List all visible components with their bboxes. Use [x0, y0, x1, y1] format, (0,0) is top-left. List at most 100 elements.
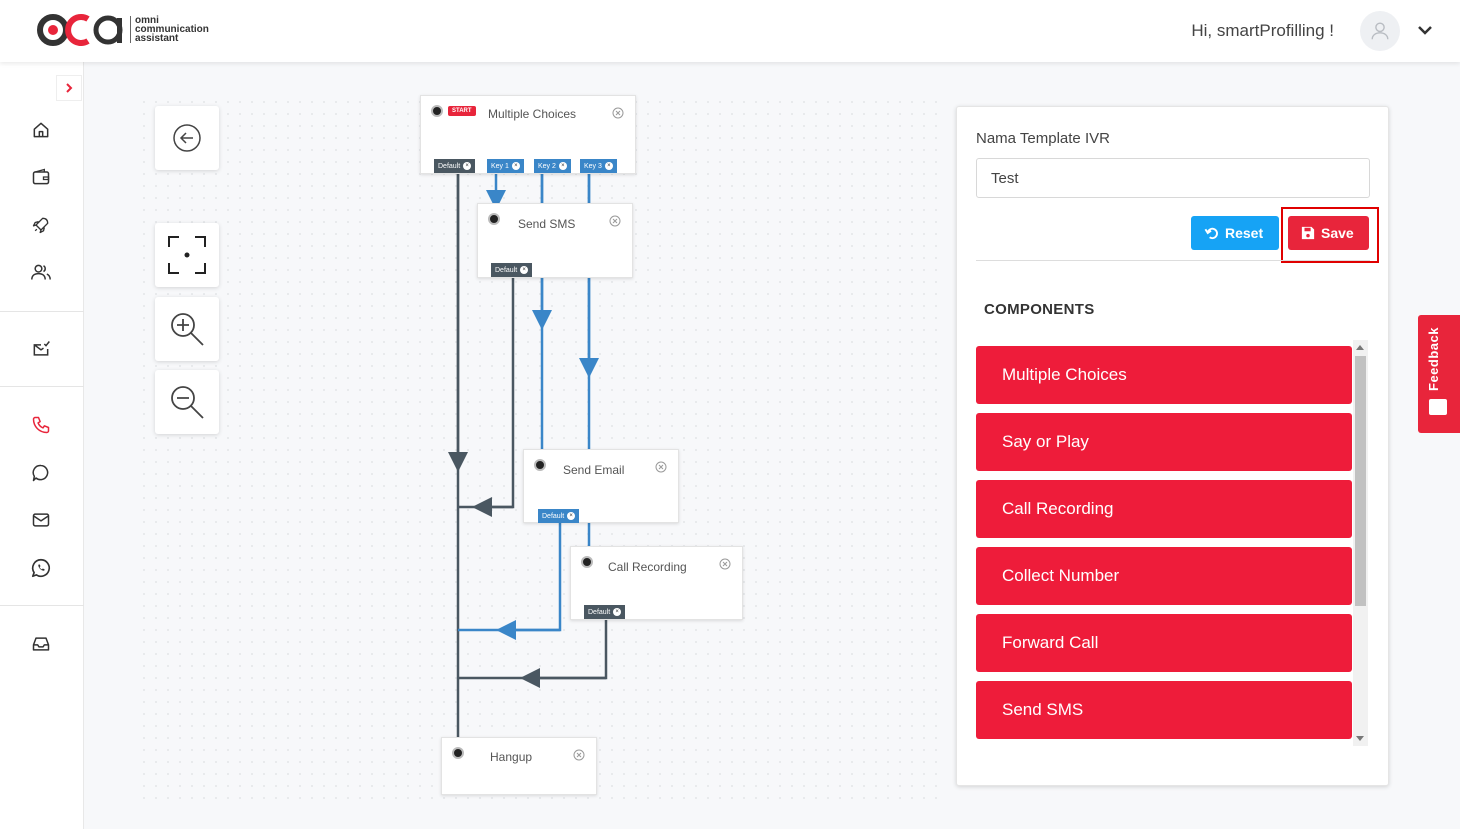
node-send-email[interactable]: Send Email Default×: [523, 449, 679, 523]
logo-mark-icon: [37, 14, 123, 46]
port-key-3[interactable]: Key 3×: [580, 159, 617, 173]
port-default[interactable]: Default×: [434, 159, 476, 173]
component-collect-number[interactable]: Collect Number: [976, 547, 1352, 605]
sidebar-item-voice[interactable]: [28, 412, 54, 438]
scroll-up-arrow[interactable]: [1356, 345, 1364, 350]
sidebar-divider: [0, 605, 84, 606]
sidebar-item-campaign[interactable]: [28, 212, 54, 238]
template-panel: Nama Template IVR Reset Save COMPONENTS …: [956, 106, 1389, 786]
remove-port-icon[interactable]: ×: [613, 608, 622, 616]
port-label: Default: [542, 512, 565, 520]
components-list: Multiple Choices Say or Play Call Record…: [976, 346, 1352, 746]
feedback-label: Feedback: [1426, 327, 1441, 391]
sidebar: [0, 62, 84, 829]
sidebar-item-whatsapp[interactable]: [28, 555, 54, 581]
node-send-sms[interactable]: Send SMS Default×: [477, 203, 633, 278]
node-hangup[interactable]: Hangup: [441, 737, 597, 795]
port-label: Key 2: [538, 162, 556, 170]
chevron-down-icon: [1418, 26, 1432, 35]
node-title: Send SMS: [518, 217, 576, 231]
template-name-label: Nama Template IVR: [976, 130, 1110, 147]
sidebar-divider: [0, 311, 84, 312]
rocket-icon: [32, 217, 49, 234]
sidebar-item-mail-check[interactable]: [28, 336, 54, 362]
logo-line-3: assistant: [135, 32, 179, 44]
user-avatar[interactable]: [1360, 11, 1400, 51]
remove-port-icon[interactable]: ×: [511, 162, 520, 170]
node-title: Call Recording: [608, 560, 687, 574]
sidebar-item-contacts[interactable]: [28, 259, 54, 285]
logo-line-1: omni: [135, 14, 159, 26]
component-multiple-choices[interactable]: Multiple Choices: [976, 346, 1352, 404]
component-call-recording[interactable]: Call Recording: [976, 480, 1352, 538]
sidebar-expand-button[interactable]: [56, 75, 82, 101]
app-logo[interactable]: omni communication assistant: [36, 12, 209, 46]
component-forward-call[interactable]: Forward Call: [976, 614, 1352, 672]
user-menu-toggle[interactable]: [1415, 20, 1435, 40]
top-header: omni communication assistant Hi, smartPr…: [0, 0, 1460, 62]
close-icon[interactable]: [573, 749, 585, 761]
node-input-dot[interactable]: [431, 105, 443, 117]
remove-port-icon[interactable]: ×: [520, 266, 529, 274]
sidebar-item-chat[interactable]: [28, 460, 54, 486]
node-title: Send Email: [563, 463, 625, 477]
remove-port-icon[interactable]: ×: [558, 162, 567, 170]
mail-icon: [32, 513, 50, 527]
scroll-down-arrow[interactable]: [1356, 736, 1364, 741]
users-icon: [31, 264, 51, 280]
save-label: Save: [1321, 225, 1354, 241]
start-badge: START: [448, 106, 476, 116]
arrow-left-circle-icon: [173, 124, 201, 152]
back-button[interactable]: [155, 106, 219, 170]
component-say-or-play[interactable]: Say or Play: [976, 413, 1352, 471]
focus-icon: [168, 236, 206, 274]
port-default[interactable]: Default×: [538, 509, 580, 523]
node-input-dot[interactable]: [581, 556, 593, 568]
close-icon[interactable]: [719, 558, 731, 570]
remove-port-icon[interactable]: ×: [463, 162, 472, 170]
remove-port-icon[interactable]: ×: [567, 512, 576, 520]
zoom-out-button[interactable]: [155, 370, 219, 434]
remove-port-icon[interactable]: ×: [604, 162, 613, 170]
components-scrollbar[interactable]: [1353, 340, 1368, 746]
node-input-dot[interactable]: [488, 213, 500, 225]
node-title: Hangup: [490, 750, 533, 764]
logo-line-2: communication: [135, 23, 209, 35]
sidebar-item-wallet[interactable]: [28, 164, 54, 190]
whatsapp-icon: [31, 558, 50, 578]
port-default[interactable]: Default×: [584, 605, 626, 619]
port-key-1[interactable]: Key 1×: [487, 159, 524, 173]
close-icon[interactable]: [612, 107, 624, 119]
component-send-sms[interactable]: Send SMS: [976, 681, 1352, 739]
port-label: Key 1: [491, 162, 509, 170]
floppy-disk-icon: [1301, 226, 1315, 240]
node-input-dot[interactable]: [534, 459, 546, 471]
sidebar-item-email[interactable]: [28, 507, 54, 533]
node-multiple-choices[interactable]: START Multiple Choices Default× Key 1× K…: [420, 95, 636, 174]
scroll-thumb[interactable]: [1355, 356, 1366, 606]
node-call-recording[interactable]: Call Recording Default×: [570, 546, 743, 620]
inbox-icon: [32, 637, 50, 651]
zoom-in-button[interactable]: [155, 297, 219, 361]
zoom-in-icon: [171, 313, 204, 346]
sidebar-item-home[interactable]: [28, 117, 54, 143]
reset-button[interactable]: Reset: [1191, 216, 1279, 250]
wallet-icon: [32, 168, 50, 185]
node-title: Multiple Choices: [488, 107, 577, 121]
port-key-2[interactable]: Key 2×: [534, 159, 571, 173]
port-default[interactable]: Default×: [491, 263, 533, 277]
node-input-dot[interactable]: [452, 747, 464, 759]
fit-view-button[interactable]: [155, 223, 219, 287]
save-button[interactable]: Save: [1288, 216, 1369, 250]
undo-icon: [1204, 227, 1218, 239]
template-name-input[interactable]: [976, 158, 1370, 198]
mail-check-icon: [33, 341, 50, 356]
feedback-tab[interactable]: Feedback: [1418, 315, 1460, 433]
close-icon[interactable]: [609, 215, 621, 227]
port-label: Default: [588, 608, 611, 616]
close-icon[interactable]: [655, 461, 667, 473]
user-greeting: Hi, smartProfilling !: [1191, 21, 1334, 40]
sidebar-item-inbox[interactable]: [28, 631, 54, 657]
sidebar-divider: [0, 386, 84, 387]
logo-text: omni communication assistant: [130, 14, 209, 44]
